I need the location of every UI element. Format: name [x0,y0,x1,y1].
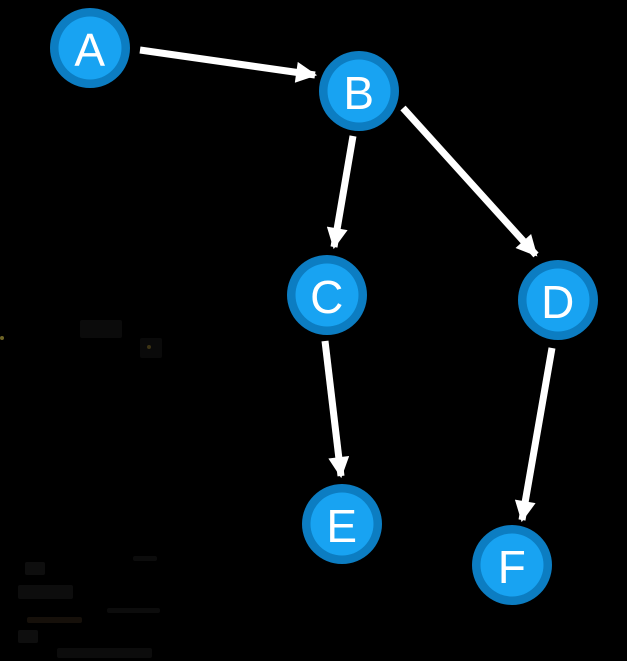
node-D-label: D [541,276,575,328]
node-C-fill [295,263,359,327]
node-C-label: C [310,271,344,323]
node-F-label: F [498,541,527,593]
node-A-label: A [74,24,105,76]
node-D[interactable]: D [518,260,598,340]
node-F-fill [480,533,544,597]
node-B-label: B [343,67,374,119]
edge-B-C[interactable] [326,135,357,250]
node-B-fill [327,59,391,123]
node-D-fill [526,268,590,332]
node-E-fill [310,492,374,556]
edge-D-F[interactable] [514,347,556,523]
node-E[interactable]: E [302,484,382,564]
node-F[interactable]: F [472,525,552,605]
edge-C-E[interactable] [321,340,350,479]
node-A[interactable]: A [50,8,130,88]
node-A-fill [58,16,122,80]
node-C[interactable]: C [287,255,367,335]
node-B[interactable]: B [319,51,399,131]
node-E-label: E [326,500,357,552]
edge-B-D[interactable] [400,105,539,258]
edge-A-B[interactable] [139,46,318,83]
